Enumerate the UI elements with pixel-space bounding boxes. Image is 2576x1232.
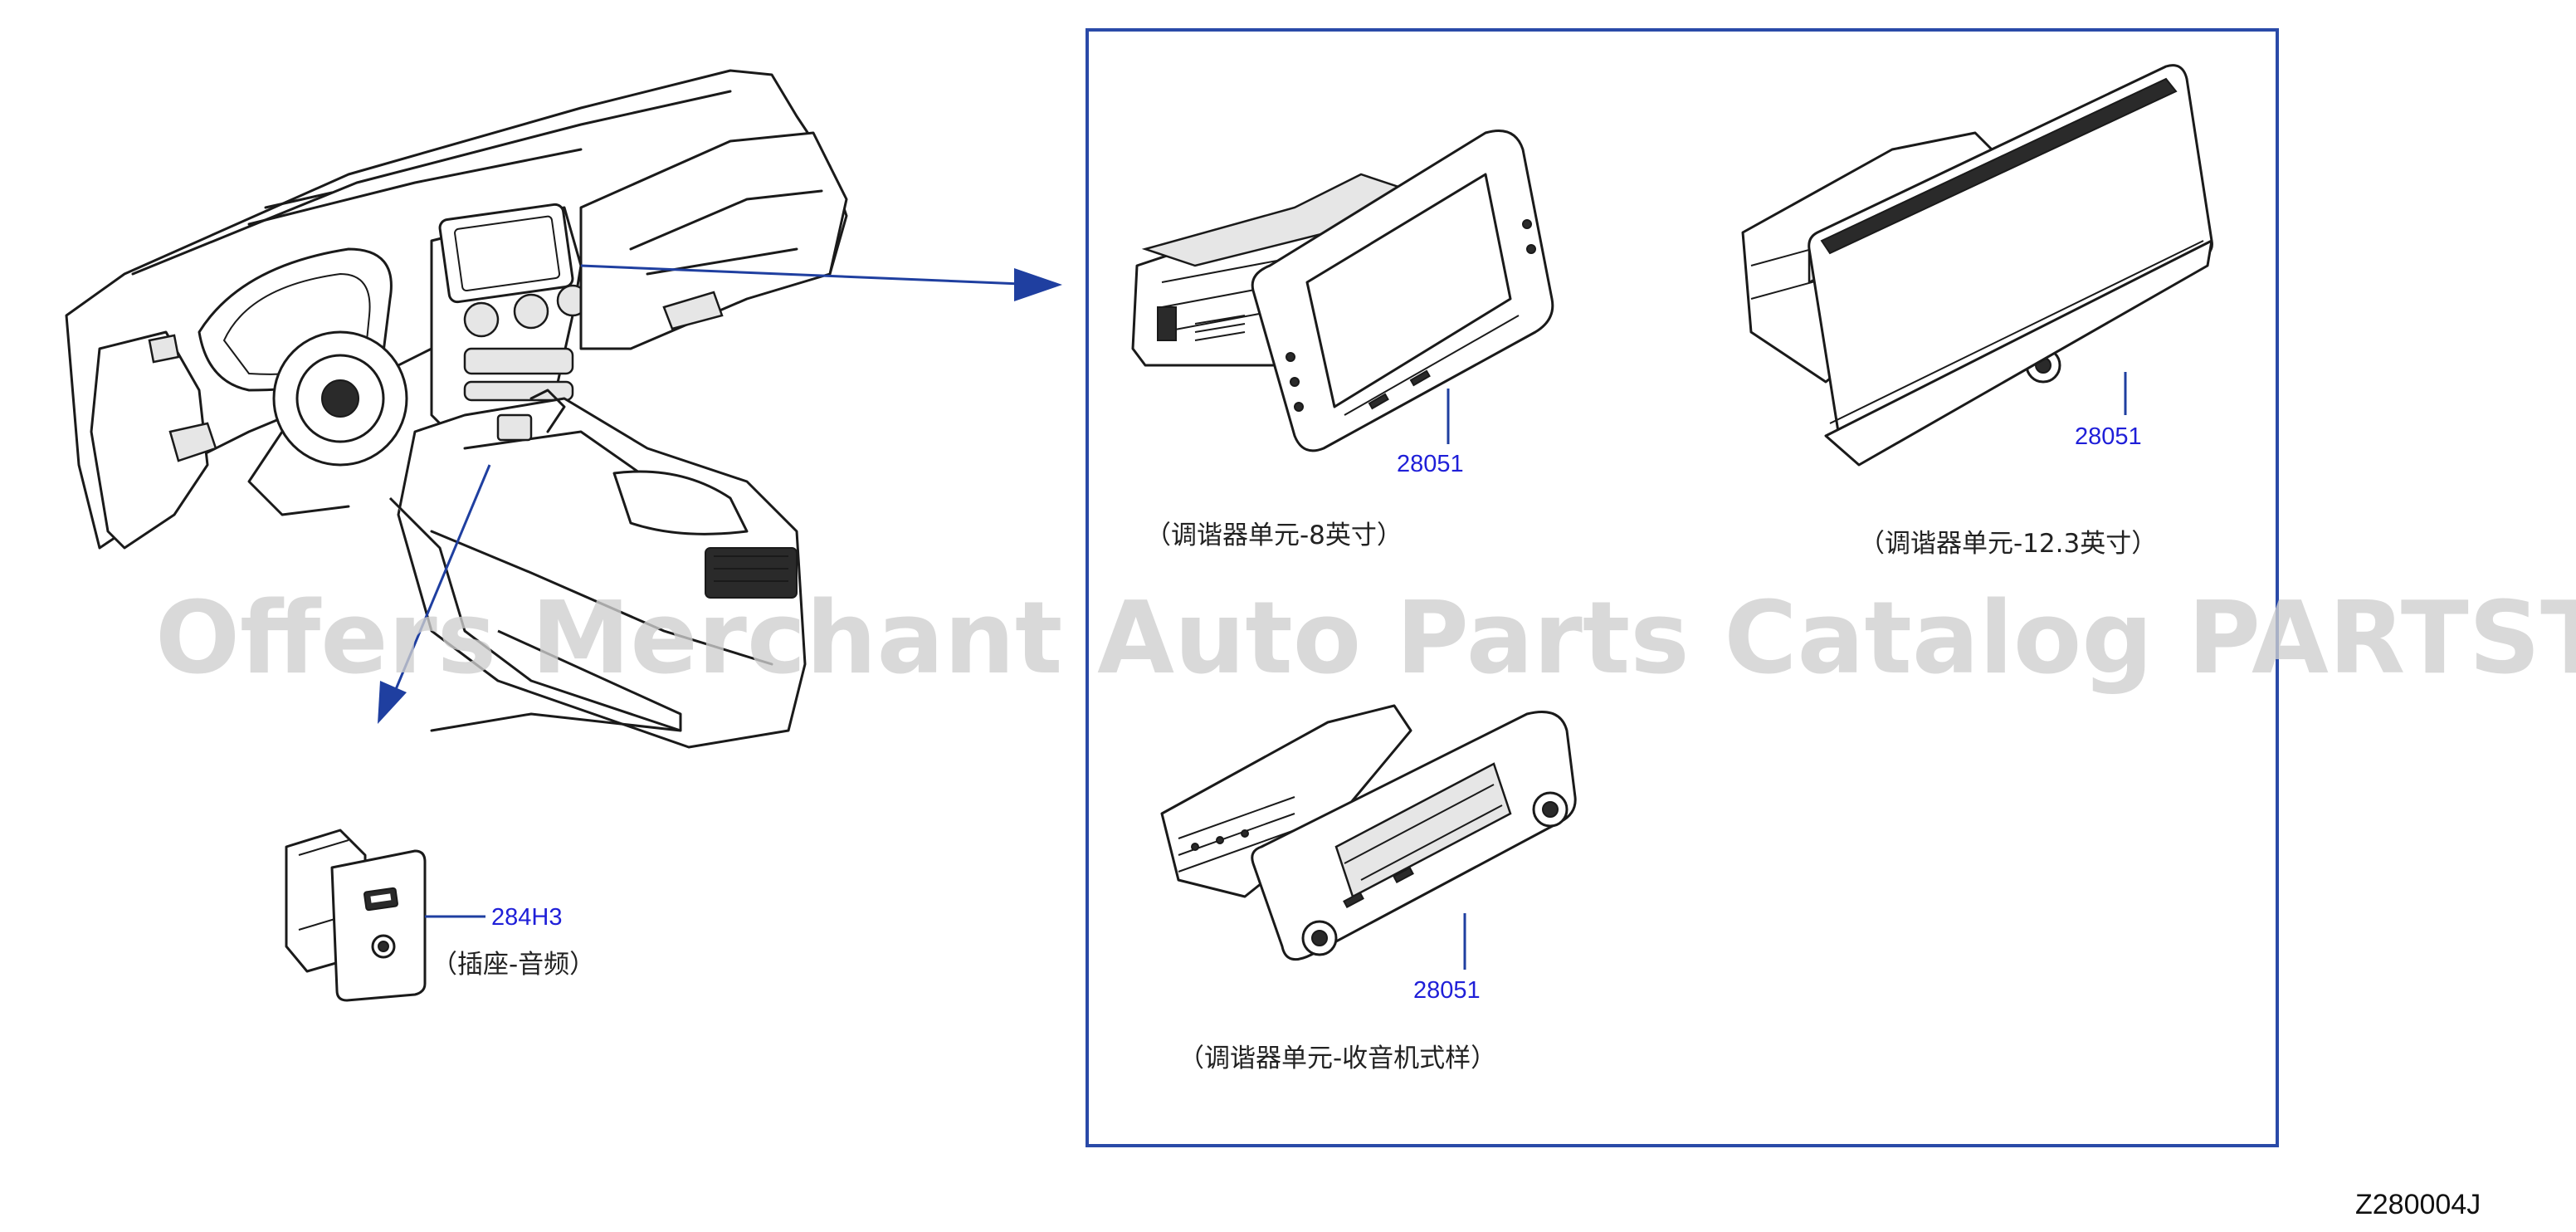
- description-tuner-12-3-inch: （调谐器单元-12.3英寸）: [1859, 529, 2157, 559]
- part-number-284h3[interactable]: 284H3: [491, 904, 562, 931]
- part-number-28051-radio[interactable]: 28051: [1413, 977, 1481, 1004]
- watermark-text: Offers Merchant Auto Parts Catalog PARTS…: [155, 581, 2576, 697]
- description-tuner-radio-style: （调谐器单元-收音机式样）: [1178, 1044, 1496, 1073]
- reference-arrows: [378, 264, 1062, 724]
- part-number-28051-8inch[interactable]: 28051: [1397, 451, 1464, 477]
- audio-socket-illustration: [285, 829, 427, 1002]
- tuner-radio-style-illustration: [1160, 704, 1577, 961]
- tuner-8-inch-illustration: [1131, 130, 1554, 452]
- part-number-28051-12-3inch[interactable]: 28051: [2075, 423, 2142, 450]
- dashboard-illustration: [65, 69, 848, 749]
- description-tuner-8-inch: （调谐器单元-8英寸）: [1145, 521, 1403, 550]
- tuner-12-3-inch-illustration: [1741, 64, 2213, 467]
- diagram-code: Z280004J: [2355, 1189, 2481, 1220]
- description-audio-socket: （插座-音频）: [432, 950, 595, 980]
- detail-frame: [1086, 28, 2279, 1147]
